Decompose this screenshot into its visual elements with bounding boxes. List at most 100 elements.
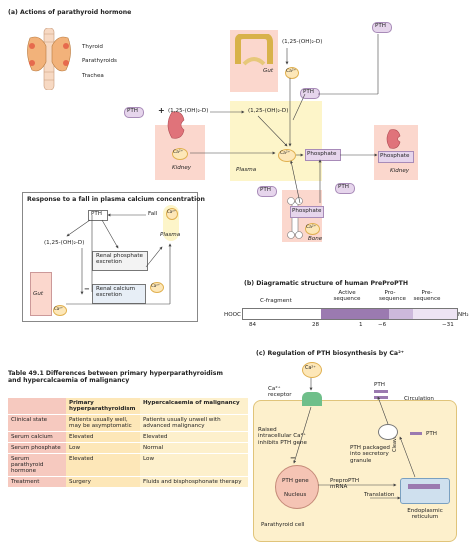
pth-molecule-2 xyxy=(374,396,388,399)
table-row: Serum phosphate Low Normal xyxy=(8,442,248,454)
table-cell: Patients usually unwell with advanced ma… xyxy=(140,414,248,432)
inset-title: Response to a fall in plasma calcium con… xyxy=(27,196,205,203)
table-cell: Fluids and bisphosphonate therapy xyxy=(140,476,248,487)
kidney-icon xyxy=(167,111,185,139)
kidney-vitd-label: (1,25-(OH)₂-D) xyxy=(168,108,209,114)
inset-plasma-ca-label: Ca²⁺ xyxy=(167,209,176,214)
pth-bubble-kidney xyxy=(124,107,144,118)
table-cell: Serum parathyroid hormone xyxy=(8,453,66,477)
table-row: Treatment Surgery Fluids and bisphosphon… xyxy=(8,476,248,487)
plasma-compartment xyxy=(230,101,322,181)
pth-bubble-gut xyxy=(300,88,320,99)
table-cell: Low xyxy=(140,453,248,477)
plasma-ca-label: Ca²⁺ xyxy=(280,151,291,156)
inset-fall-label: Fall xyxy=(148,211,158,217)
renal-calcium-label: Renal calcium excretion xyxy=(96,286,136,299)
inhibit-minus: − xyxy=(290,454,296,462)
inset-gut-label: Gut xyxy=(33,291,44,297)
pth-bubble-top xyxy=(372,22,392,33)
inset-gut-ca-badge xyxy=(53,305,67,316)
thyroid-illustration xyxy=(27,28,71,90)
table-caption: Table 49.1 Differences between primary h… xyxy=(8,370,223,385)
trachea-label: Trachea xyxy=(82,73,104,79)
mrna-label: PreproPTH mRNA xyxy=(330,478,360,491)
pre-sequence-label: Pre-sequence xyxy=(413,290,441,303)
granule-label: PTH packaged into secretory granule xyxy=(350,445,390,464)
panel-a-title: (a) Actions of parathyroid hormone xyxy=(8,9,132,16)
pth-bubble-bone-right xyxy=(335,183,355,194)
hooc-label: HOOC xyxy=(224,312,241,318)
raised-ca-label: Raised intracellular Ca²⁺ inhibits PTH g… xyxy=(258,427,307,446)
bone-phosphate-label: Phosphate xyxy=(292,208,322,214)
renal-phosphate-box xyxy=(92,251,148,271)
number-28: 28 xyxy=(312,322,320,328)
nh2-label: NH₂ xyxy=(458,312,469,318)
pth-gene-label: PTH gene xyxy=(282,478,309,484)
plasma-ca-badge xyxy=(278,149,296,162)
bone-phosphate-box xyxy=(290,206,324,218)
nucleus-label: Nucleus xyxy=(284,492,307,498)
number-minus31: −31 xyxy=(442,322,454,328)
parathyroids-label: Parathyroids xyxy=(82,58,117,64)
inset-gut-ca-label: Ca²⁺ xyxy=(54,306,63,311)
inset-box xyxy=(22,192,198,322)
table-header-cell: Hypercalcaemia of malignancy xyxy=(140,397,248,415)
bone-label: Bone xyxy=(308,236,323,242)
plus-sign: + xyxy=(158,106,165,115)
c-fragment-segment xyxy=(243,309,321,319)
table-cell: Elevated xyxy=(66,453,140,477)
pth-molecule-3 xyxy=(410,432,422,435)
inset-renal-ca-badge xyxy=(150,282,164,293)
secretory-granule xyxy=(378,424,398,440)
kidney-right-label: Kidney xyxy=(390,168,410,174)
inset-arrows xyxy=(66,213,172,305)
pro-sequence-segment xyxy=(389,309,413,319)
inset-renal-ca-label: Ca²⁺ xyxy=(151,283,160,288)
kidney-label: Kidney xyxy=(172,165,192,171)
pth-top-label: PTH xyxy=(375,23,386,29)
gut-vitd-label: (1,25-(OH)₂-D) xyxy=(282,39,323,45)
table-cell: Elevated xyxy=(66,431,140,443)
gut-icon xyxy=(235,34,273,66)
inset-plasma-label: Plasma xyxy=(160,232,181,238)
panel-b-title: (b) Diagramatic structure of human PrePr… xyxy=(244,280,409,287)
inset-vitd-label: (1,25-(OH)₂-D) xyxy=(44,240,85,246)
pth-circulating-label: PTH xyxy=(374,382,385,388)
bone-ca-label: Ca²⁺ xyxy=(306,225,317,230)
ca-receptor-label: Ca²⁺ receptor xyxy=(268,386,292,399)
table-cell: Low xyxy=(66,442,140,454)
kidney-right-icon xyxy=(386,129,401,149)
c-fragment-label: C-fragment xyxy=(260,298,292,304)
kidney-ca-badge xyxy=(172,148,188,160)
pth-kidney-label: PTH xyxy=(127,108,138,114)
pth-cell-label: PTH xyxy=(426,431,437,437)
translation-label: Translation xyxy=(364,492,395,498)
active-sequence-segment xyxy=(321,309,389,319)
pth-bone-left-label: PTH xyxy=(260,187,271,193)
bone-ca-badge xyxy=(305,223,320,235)
pth-bubble-bone-left xyxy=(257,186,277,197)
kidney-ca-label: Ca²⁺ xyxy=(173,150,184,155)
circulation-label: Circulation xyxy=(404,396,434,402)
table-cell: Normal xyxy=(140,442,248,454)
pre-sequence-segment xyxy=(413,309,457,319)
active-sequence-label: Active sequence xyxy=(333,290,361,303)
inset-plasma-ca-badge xyxy=(166,208,178,220)
number-1: 1 xyxy=(359,322,363,328)
plasma-vitd-label: (1,25-(OH)₂-D) xyxy=(248,108,289,114)
preproPTH-strand xyxy=(408,484,440,489)
renal-phosphate-label: Renal phosphate excretion xyxy=(96,253,143,266)
table-row: Serum parathyroid hormone Elevated Low xyxy=(8,453,248,477)
panel-c-title: (c) Regulation of PTH biosynthesis by Ca… xyxy=(256,350,405,357)
endoplasmic-reticulum xyxy=(400,478,450,504)
pth-bone-right-label: PTH xyxy=(338,184,349,190)
nucleus xyxy=(275,465,319,509)
panel-c-arrows xyxy=(293,378,416,500)
plasma-phosphate-label: Phosphate xyxy=(307,151,337,157)
thyroid-label: Thyroid xyxy=(82,44,103,50)
pro-sequence-label: Pro-sequence xyxy=(379,290,406,303)
table-cell: Surgery xyxy=(66,476,140,487)
table-cell: Treatment xyxy=(8,476,66,487)
pth-gut-label: PTH xyxy=(303,89,314,95)
number-84: 84 xyxy=(249,322,257,328)
